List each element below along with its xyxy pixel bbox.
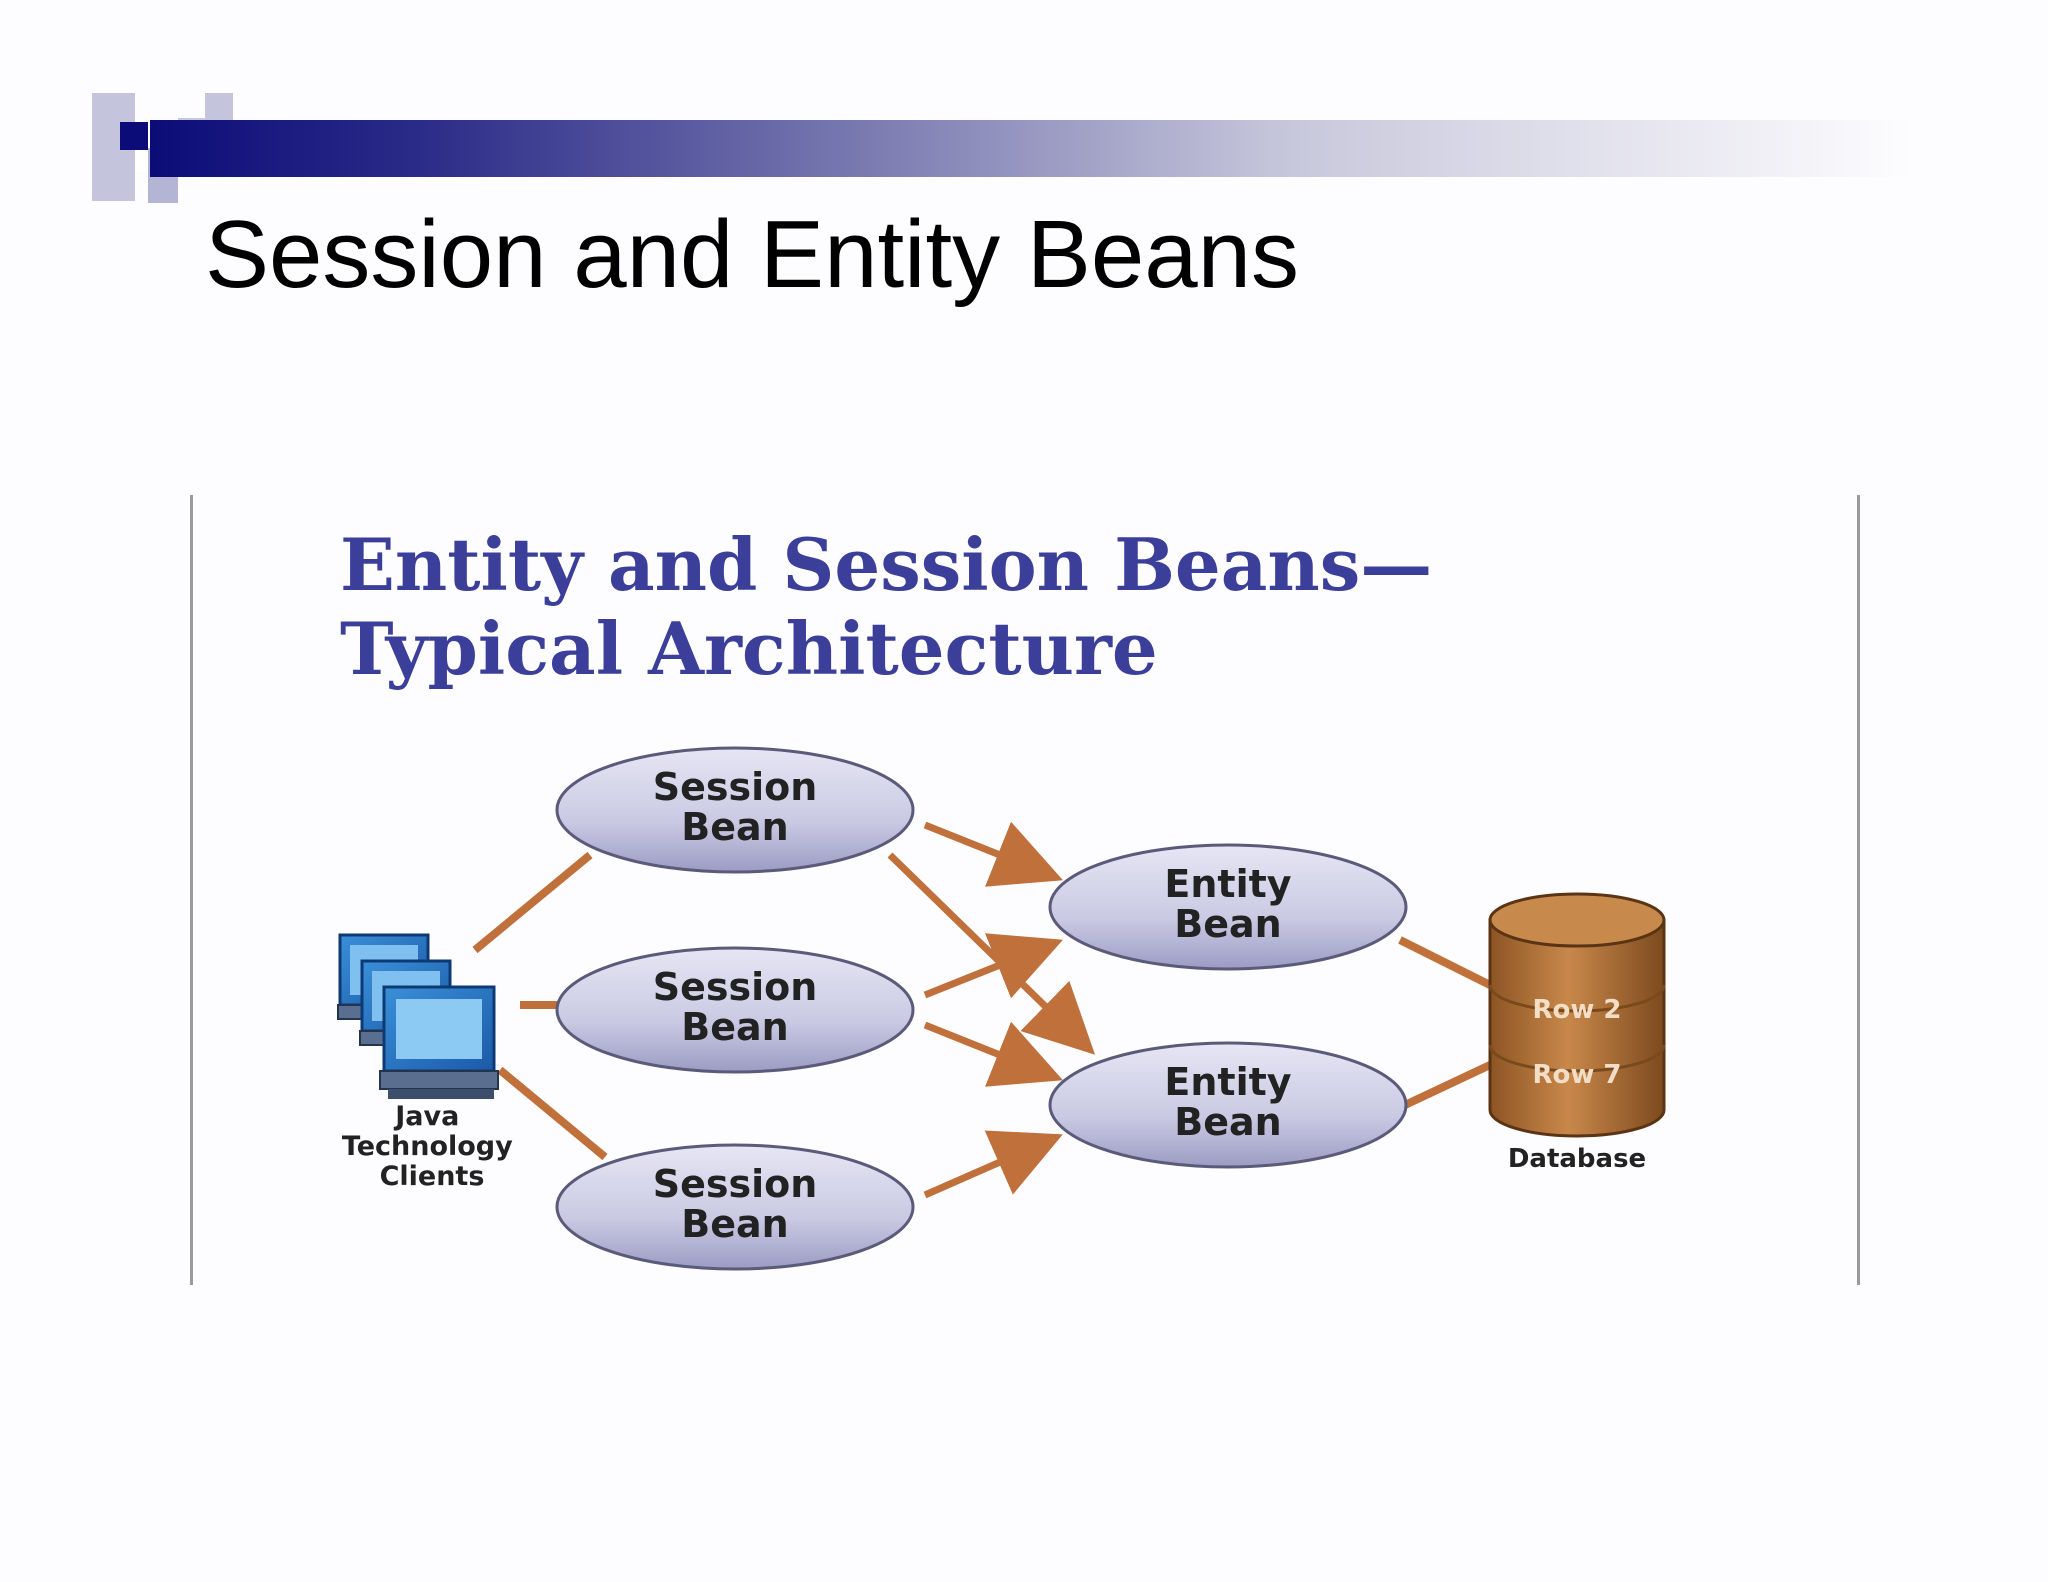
clients-label: Java Technology Clients [342, 1101, 522, 1192]
diagram-title-line2: Typical Architecture [340, 606, 1158, 691]
figure-left-rule [190, 495, 193, 1285]
clients-label-line3: Clients [380, 1161, 485, 1192]
diagram-title: Entity and Session Beans— Typical Archit… [340, 523, 1432, 691]
arrow-session2-entity2 [923, 1021, 1063, 1087]
database-row-2: Row 7 [1532, 1060, 1621, 1090]
slide-decoration [92, 93, 233, 203]
session-entity-arrows [887, 821, 1096, 1199]
connector-entity2-database [1403, 1061, 1492, 1109]
client-connectors [472, 851, 608, 1161]
arrow-session1-entity1 [923, 821, 1063, 887]
session-bean-node-2: Session Bean [555, 946, 915, 1074]
architecture-diagram: Session Bean Session Bean Session Bean E… [337, 746, 1666, 1271]
architecture-figure: Entity and Session Beans— Typical Archit… [190, 495, 1860, 1285]
figure-right-rule [1857, 495, 1860, 1285]
header-bar [150, 120, 1910, 177]
entity-bean-2-line2: Bean [1174, 1100, 1281, 1144]
database-label: Database [1508, 1144, 1646, 1174]
session-bean-3-line2: Bean [681, 1202, 788, 1246]
connector-client-session-1 [472, 851, 593, 954]
entity-bean-1-line1: Entity [1164, 862, 1291, 906]
session-bean-1-line1: Session [653, 765, 818, 809]
database-icon [1488, 892, 1666, 1138]
slide-title: Session and Entity Beans [205, 201, 1300, 308]
clients-label-line1: Java [393, 1101, 459, 1132]
session-bean-node-1: Session Bean [555, 746, 915, 874]
connector-client-session-3 [497, 1066, 608, 1161]
clients-label-line2: Technology [342, 1131, 513, 1162]
database-row-1: Row 2 [1532, 995, 1621, 1025]
computer-icon [337, 933, 499, 1099]
arrow-session1-entity2 [887, 852, 1096, 1055]
diagram-title-line1: Entity and Session Beans— [340, 522, 1433, 607]
entity-bean-node-2: Entity Bean [1048, 1041, 1408, 1169]
entity-bean-node-1: Entity Bean [1048, 843, 1408, 971]
session-bean-node-3: Session Bean [555, 1143, 915, 1271]
entity-bean-1-line2: Bean [1174, 902, 1281, 946]
session-bean-1-line2: Bean [681, 805, 788, 849]
arrow-session3-entity2 [923, 1130, 1063, 1199]
arrow-session2-entity1 [923, 933, 1063, 999]
session-bean-3-line1: Session [653, 1162, 818, 1206]
entity-bean-2-line1: Entity [1164, 1060, 1291, 1104]
connector-entity1-database [1398, 936, 1492, 989]
database-connectors [1398, 936, 1492, 1109]
session-bean-2-line1: Session [653, 965, 818, 1009]
session-bean-2-line2: Bean [681, 1005, 788, 1049]
